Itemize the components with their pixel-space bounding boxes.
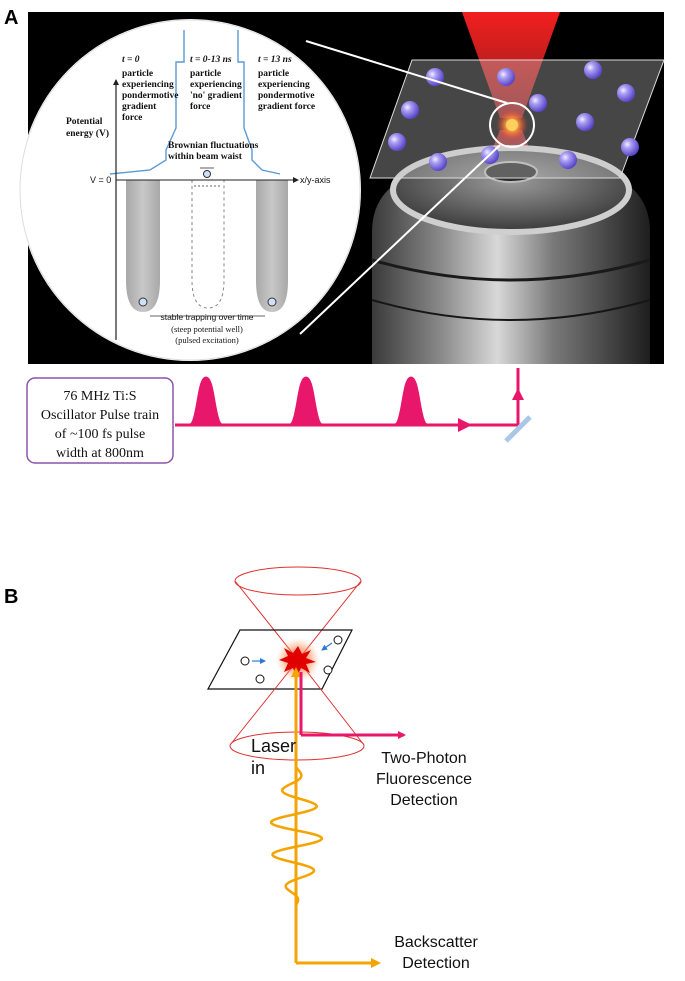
oscillator-label-line: width at 800nm: [56, 446, 144, 461]
zoom-line-bottom: [299, 144, 501, 335]
col2-line: 'no' gradient: [190, 91, 243, 101]
particle: [401, 101, 419, 119]
stable-trapping-label: stable trapping over time: [160, 312, 253, 322]
particle: [617, 84, 635, 102]
col3-line: gradient force: [258, 102, 315, 112]
x-axis-label: x/y-axis: [300, 175, 331, 185]
fluorescence-label-line: Two-Photon: [381, 750, 466, 767]
particle: [576, 113, 594, 131]
oscillator-label: 76 MHz Ti:S Oscillator Pulse train of ~100…: [41, 389, 159, 461]
particles-b: [240, 635, 343, 684]
y-axis-label-line: Potential: [66, 117, 103, 127]
particle: [559, 151, 577, 169]
col1-line: experiencing: [122, 80, 174, 90]
backscatter-label-line: Detection: [402, 955, 470, 972]
col3-line: particle: [258, 69, 289, 79]
y-axis-label-line: energy (V): [66, 128, 109, 139]
col1-description: particleexperiencingpondermotivegradient…: [122, 69, 178, 123]
particle: [584, 61, 602, 79]
col2-line: experiencing: [190, 80, 242, 90]
particle: [621, 138, 639, 156]
particle: [529, 94, 547, 112]
steep-well-label: (steep potential well): [171, 324, 243, 334]
zoom-line-top: [305, 40, 508, 104]
objective-lens: [371, 145, 651, 364]
particle: [429, 153, 447, 171]
fluorescence-path: [299, 672, 406, 739]
col3-line: experiencing: [258, 80, 310, 90]
laser-in-label-line: Laser: [251, 736, 296, 756]
particle: [323, 665, 333, 675]
inset-divider: [109, 30, 281, 175]
fluorescence-label-line: Detection: [390, 792, 458, 809]
col2-line: force: [190, 102, 210, 112]
fluorescence-label-line: Fluorescence: [376, 771, 472, 788]
laser-in-path: [269, 667, 381, 968]
zoom-circle: [489, 102, 535, 148]
col1-line: pondermotive: [122, 91, 178, 101]
brownian-label-line: Brownian fluctuations: [168, 141, 259, 151]
col1-line: gradient: [122, 102, 157, 112]
backscatter-label-line: Backscatter: [394, 934, 478, 951]
oscillator-label-line: 76 MHz Ti:S: [63, 389, 136, 404]
col1-time: t = 0: [122, 55, 140, 65]
brownian-label-line: within beam waist: [168, 152, 243, 162]
col3-time: t = 13 ns: [258, 55, 292, 65]
oscillator-label-line: of ~100 fs pulse: [55, 427, 145, 442]
col2-line: particle: [190, 69, 221, 79]
pulsed-excitation-label: (pulsed excitation): [175, 335, 239, 345]
particle: [388, 133, 406, 151]
left-potential-well: [126, 180, 160, 312]
sample-plane-b: [206, 629, 353, 690]
dichroic-mirror: [504, 415, 532, 443]
particle: [240, 656, 250, 666]
panel-b-letter: B: [4, 586, 18, 608]
particle: [497, 68, 515, 86]
oscillator-label-line: Oscillator Pulse train: [41, 408, 159, 423]
col1-line: force: [122, 113, 142, 123]
col3-line: pondermotive: [258, 91, 314, 101]
panel-a-letter: A: [4, 7, 18, 29]
excitation-burst-icon: [279, 646, 316, 677]
particle: [255, 674, 265, 684]
v-zero-label: V = 0: [90, 175, 111, 185]
potential-inset: [19, 19, 361, 361]
particle: [333, 635, 343, 645]
col3-description: particleexperiencingpondermotivegradient…: [258, 69, 315, 112]
col1-line: particle: [122, 69, 153, 79]
right-potential-well: [256, 180, 288, 312]
col2-time: t = 0-13 ns: [190, 55, 232, 65]
drift-arrow: [321, 642, 333, 651]
oscillator-box: [26, 377, 174, 464]
laser-in-label-line: in: [251, 758, 265, 778]
pulse-train: [175, 368, 532, 443]
trapped-particle: [506, 119, 518, 131]
middle-potential-well: [191, 180, 225, 309]
